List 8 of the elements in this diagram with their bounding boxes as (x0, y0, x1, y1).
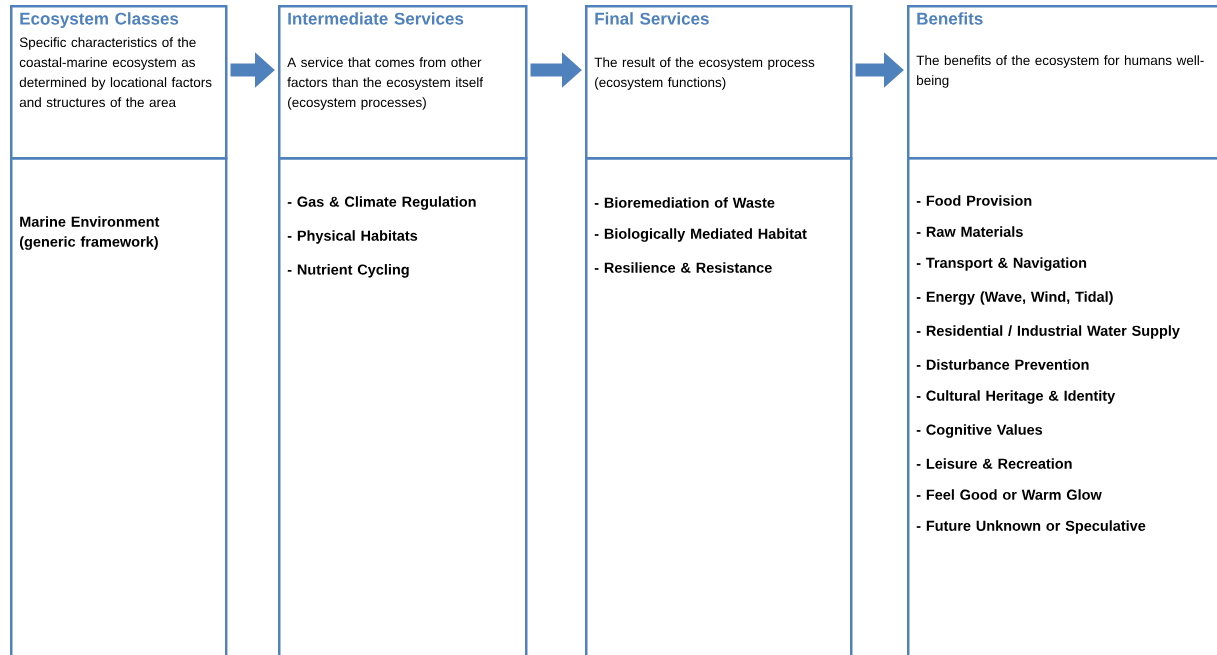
header-box: Benefits The benefits of the ecosystem for humans well-being (907, 5, 1217, 160)
header-box: Final Services The result of the ecosystem process (ecosystem functions) (585, 5, 853, 160)
header-box: Intermediate Services A service that comes from other factors than the ecosystem itself (ecosystem processes) (278, 5, 528, 160)
column-box: - Gas & Climate Regulation - Physical Habitats - Nutrient Cycling (278, 157, 528, 655)
header-box: Ecosystem Classes Specific characteristics of the coastal-marine ecosystem as determined by locational factors and structures of the area (10, 5, 228, 160)
column-box: - Bioremediation of Waste - Biologically Mediated Habitat - Resilience & Resistance (585, 157, 853, 655)
column-box: Marine Environment (generic framework) (10, 157, 228, 655)
column-box: - Food Provision - Raw Materials - Transport & Navigation - Energy (Wave, Wind, Tidal) - Residential / Industrial Water Supply - Disturbance Prevention - Cultural Heritage & Identity - Cognitive Values - Leisure & Recreation - Feel Good or Warm Glow - Future Unknown or Speculative (907, 157, 1217, 655)
